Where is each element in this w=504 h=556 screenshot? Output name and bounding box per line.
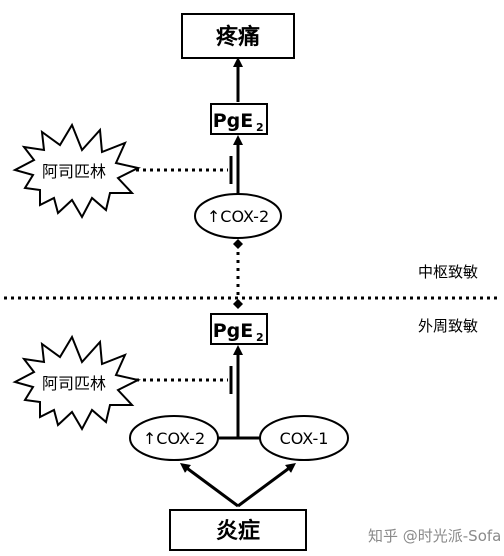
pge2-upper-label: PgE	[213, 110, 254, 132]
aspirin-upper-label: 阿司匹林	[42, 162, 106, 181]
watermark-text: 知乎 @时光派-Sofa	[368, 527, 501, 545]
arrow-inflammation-to-cox2	[179, 463, 239, 508]
pge2-lower-label: PgE	[213, 320, 254, 342]
aspirin-burst-lower: 阿司匹林	[12, 334, 141, 432]
cox2-lower-node: ↑COX-2	[129, 415, 219, 461]
pain-label: 疼痛	[216, 24, 260, 50]
pge2-upper-box: PgE 2	[210, 103, 268, 135]
aspirin-burst-upper: 阿司匹林	[12, 122, 141, 220]
cox2-lower-label: ↑COX-2	[143, 429, 205, 448]
peripheral-sensitization-label: 外周致敏	[418, 317, 478, 335]
svg-text:PgE: PgE	[213, 110, 254, 132]
diamond-top	[233, 239, 243, 249]
pge2-upper-subscript: 2	[256, 121, 264, 134]
cox1-node: COX-1	[259, 415, 349, 461]
pain-box: 疼痛	[181, 13, 295, 59]
cox1-label: COX-1	[280, 429, 329, 448]
inflammation-label: 炎症	[216, 518, 260, 544]
aspirin-lower-label: 阿司匹林	[42, 374, 106, 393]
cox2-upper-node: ↑COX-2	[194, 193, 282, 239]
pge2-lower-subscript: 2	[256, 331, 264, 344]
svg-text:PgE: PgE	[213, 320, 254, 342]
diamond-middle	[233, 299, 243, 309]
inflammation-box: 炎症	[169, 509, 307, 551]
cox2-upper-label: ↑COX-2	[207, 207, 269, 226]
pge2-lower-box: PgE 2	[210, 313, 268, 345]
central-sensitization-label: 中枢致敏	[418, 263, 478, 281]
arrow-inflammation-to-cox1	[237, 463, 297, 508]
